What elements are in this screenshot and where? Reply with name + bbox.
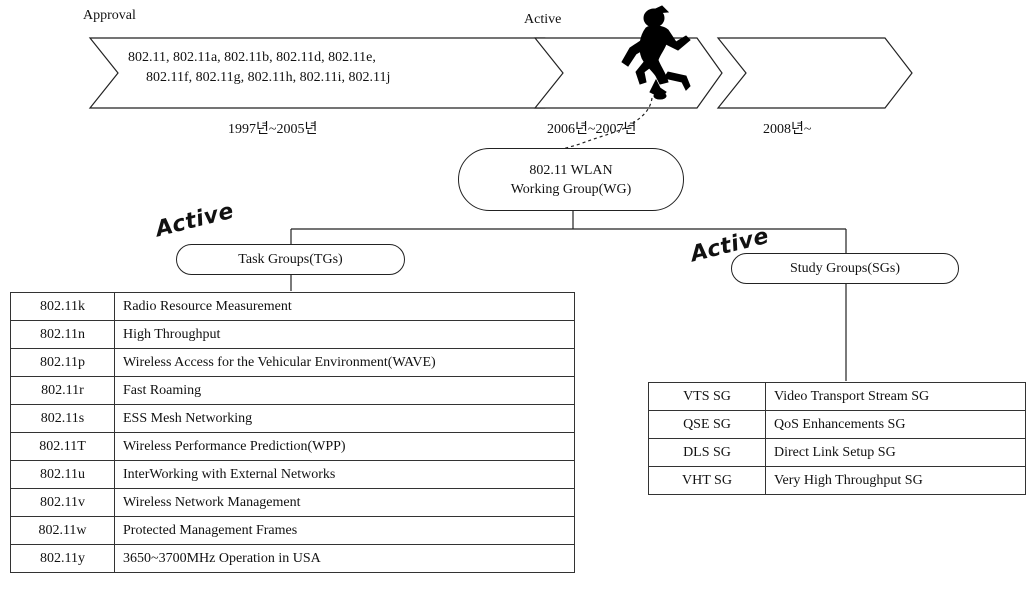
- task-group-row-name: InterWorking with External Networks: [114, 460, 575, 489]
- task-group-row-code: 802.11v: [10, 488, 115, 517]
- period-approval: 1997년~2005년: [228, 122, 318, 137]
- period-active: 2006년~2007년: [547, 122, 637, 137]
- active-label: Active: [524, 12, 562, 27]
- task-group-row-name: Wireless Network Management: [114, 488, 575, 517]
- task-group-row-name: ESS Mesh Networking: [114, 404, 575, 433]
- study-group-row-name: Video Transport Stream SG: [765, 382, 1026, 411]
- task-group-row-code: 802.11s: [10, 404, 115, 433]
- task-group-row-name: 3650~3700MHz Operation in USA: [114, 544, 575, 573]
- task-group-row-code: 802.11T: [10, 432, 115, 461]
- wg-title-line1: 802.11 WLAN: [529, 162, 613, 178]
- study-group-row-name: Direct Link Setup SG: [765, 438, 1026, 467]
- task-group-row-code: 802.11p: [10, 348, 115, 377]
- study-groups-node: Study Groups(SGs): [731, 253, 959, 284]
- period-future: 2008년~: [763, 122, 812, 137]
- task-group-row-name: Fast Roaming: [114, 376, 575, 405]
- task-groups-node: Task Groups(TGs): [176, 244, 405, 275]
- study-groups-title: Study Groups(SGs): [789, 260, 901, 276]
- wg-title-line2: Working Group(WG): [510, 181, 632, 197]
- task-group-row-name: Wireless Performance Prediction(WPP): [114, 432, 575, 461]
- task-group-row-code: 802.11u: [10, 460, 115, 489]
- working-group-node: 802.11 WLAN Working Group(WG): [458, 148, 684, 211]
- active-arrow: [533, 37, 723, 109]
- task-group-row-code: 802.11y: [10, 544, 115, 573]
- task-group-row-name: High Throughput: [114, 320, 575, 349]
- task-groups-title: Task Groups(TGs): [238, 251, 343, 267]
- task-group-row-name: Wireless Access for the Vehicular Enviro…: [114, 348, 575, 377]
- task-group-row-code: 802.11k: [10, 292, 115, 321]
- study-group-row-code: DLS SG: [648, 438, 766, 467]
- approval-label: Approval: [83, 8, 136, 23]
- task-group-row-code: 802.11n: [10, 320, 115, 349]
- study-group-row-name: QoS Enhancements SG: [765, 410, 1026, 439]
- task-group-row-code: 802.11r: [10, 376, 115, 405]
- task-group-row-name: Radio Resource Measurement: [114, 292, 575, 321]
- approved-standards-line2: 802.11f, 802.11g, 802.11h, 802.11i, 802.…: [146, 70, 391, 85]
- study-group-row-code: QSE SG: [648, 410, 766, 439]
- running-man-icon: [621, 5, 691, 100]
- future-arrow: [716, 37, 913, 109]
- task-group-row-name: Protected Management Frames: [114, 516, 575, 545]
- task-group-row-code: 802.11w: [10, 516, 115, 545]
- approved-standards-line1: 802.11, 802.11a, 802.11b, 802.11d, 802.1…: [128, 50, 376, 65]
- study-group-row-code: VTS SG: [648, 382, 766, 411]
- study-group-row-code: VHT SG: [648, 466, 766, 495]
- study-group-row-name: Very High Throughput SG: [765, 466, 1026, 495]
